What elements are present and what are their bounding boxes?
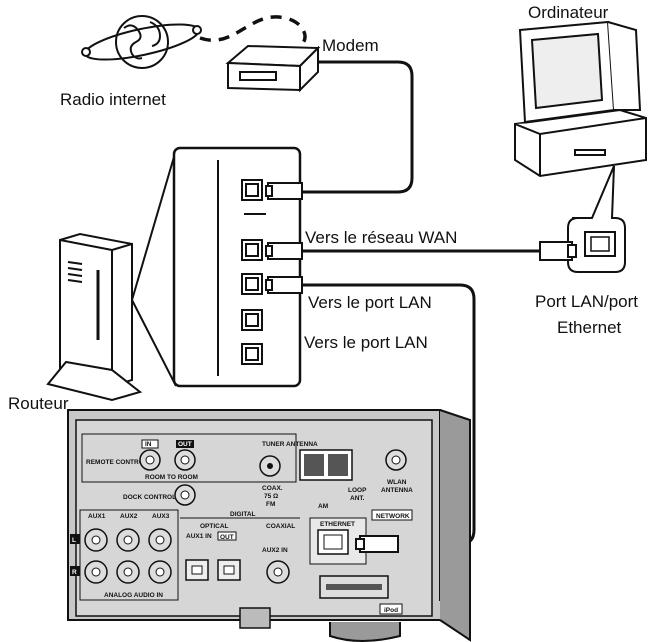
lan-port-callout <box>567 165 626 273</box>
aux2-text: AUX2 <box>120 513 138 520</box>
globe-icon <box>81 15 202 69</box>
digital-text: DIGITAL <box>230 511 256 518</box>
analog-audio-in-text: ANALOG AUDIO IN <box>104 592 163 599</box>
loop-text: LOOP <box>348 487 367 494</box>
modem-cable <box>302 60 414 194</box>
wlan-text: WLAN <box>387 479 407 486</box>
out-text: OUT <box>178 441 192 448</box>
r-text: R <box>72 569 77 576</box>
ethernet-text: ETHERNET <box>320 521 355 528</box>
coaxial-text: COAXIAL <box>266 523 295 530</box>
tuner-antenna-text: TUNER ANTENNA <box>262 441 318 448</box>
router-device <box>46 232 143 402</box>
dock-control-text: DOCK CONTROL <box>123 494 176 501</box>
l-text: L <box>72 537 76 544</box>
fm-text: FM <box>266 501 275 508</box>
computer-label: Ordinateur <box>528 3 609 22</box>
room-to-room-text: ROOM TO ROOM <box>145 474 198 481</box>
coax-text: COAX. <box>262 485 283 492</box>
wan-label: Vers le réseau WAN <box>305 228 457 247</box>
optical-text: OPTICAL <box>200 523 229 530</box>
aux3-text: AUX3 <box>152 513 170 520</box>
ohm-text: 75 Ω <box>264 493 278 500</box>
ant-text: ANT. <box>350 495 365 502</box>
router-zoom-wedge <box>130 149 177 387</box>
aux1-in-text: AUX1 IN <box>186 533 212 540</box>
router-label: Routeur <box>8 394 69 413</box>
in-text: IN <box>145 441 152 448</box>
aux1-text: AUX1 <box>88 513 106 520</box>
ipod-text: iPod <box>384 607 398 614</box>
computer-device <box>514 20 647 178</box>
lan-port-label-line1: Port LAN/port <box>535 292 638 311</box>
receiver-ethernet-plug <box>355 535 399 553</box>
modem-device <box>225 44 321 93</box>
receiver-rear-panel: REMOTE CONTROL IN OUT ROOM TO ROOM DOCK … <box>67 409 471 642</box>
network-text: NETWORK <box>376 513 410 520</box>
router-port-panel <box>172 146 303 388</box>
lan-label-1: Vers le port LAN <box>308 293 432 312</box>
digital-out-text: OUT <box>220 534 234 541</box>
remote-control-text: REMOTE CONTROL <box>86 459 148 466</box>
aux2-in-text: AUX2 IN <box>262 547 288 554</box>
internet-link-dashed <box>199 15 307 47</box>
antenna-text: ANTENNA <box>381 487 413 494</box>
lan-label-2: Vers le port LAN <box>304 333 428 352</box>
wan-plug <box>539 241 577 261</box>
internet-radio-label: Radio internet <box>60 90 166 109</box>
am-text: AM <box>318 503 328 510</box>
lan-port-label-line2: Ethernet <box>557 318 622 337</box>
modem-label: Modem <box>322 36 379 55</box>
